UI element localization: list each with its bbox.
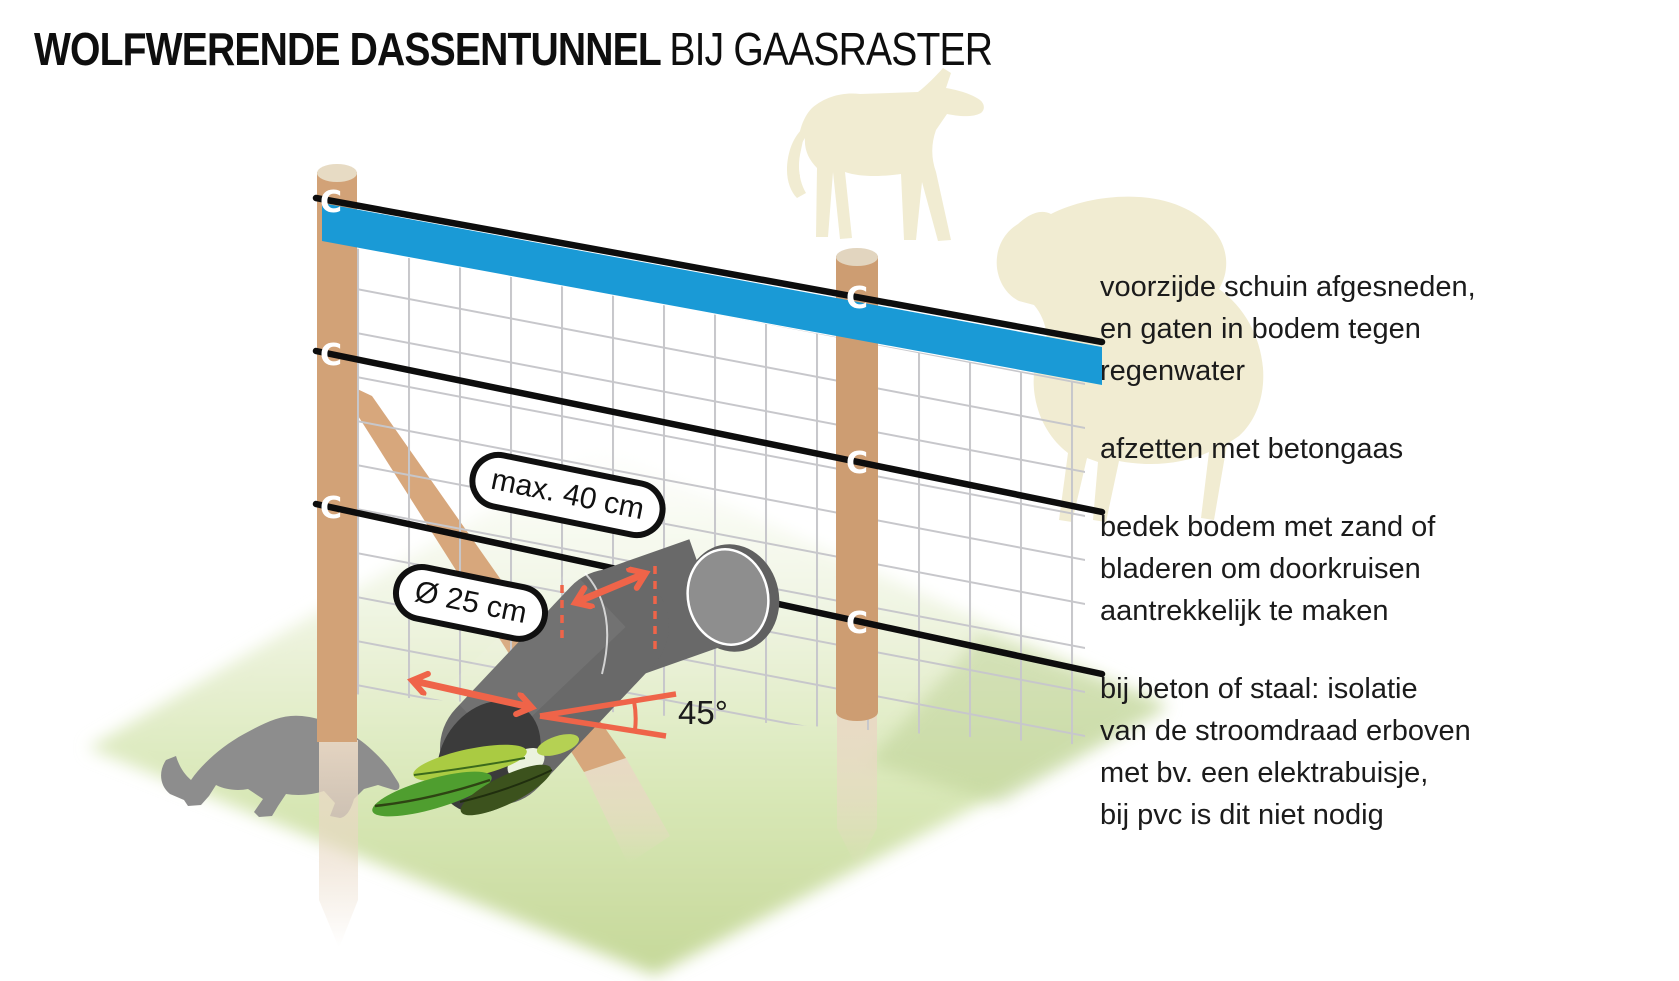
diameter-dimension-arrow: [414, 681, 530, 707]
tunnel-cut-face: [686, 548, 770, 646]
annotation-insulation: bij beton of staal: isolatie van de stro…: [1100, 673, 1471, 831]
insulator-icon: C: [320, 338, 342, 373]
annotation-column: voorzijde schuin afgesneden, en gaten in…: [1100, 266, 1530, 872]
insulator-icon: C: [320, 185, 342, 220]
insulator-icon: C: [320, 491, 342, 526]
leaves: [372, 734, 580, 817]
electric-tape: [322, 203, 1102, 385]
post-left-underground: [319, 740, 358, 948]
title-regular: BIJ GAASRASTER: [669, 23, 993, 75]
electric-wire-top: [312, 194, 1106, 346]
electric-wire-middle: [312, 347, 1106, 516]
annotation-concrete-mesh: afzetten met betongaas: [1100, 433, 1404, 465]
insulators: C C C C C C: [320, 185, 868, 641]
horse-silhouette: [796, 68, 984, 241]
title-bold: WOLFWERENDE DASSENTUNNEL: [34, 23, 662, 75]
angle-marker: [539, 691, 677, 739]
annotation-front-cut: voorzijde schuin afgesneden, en gaten in…: [1100, 271, 1476, 387]
insulator-icon: C: [846, 446, 868, 481]
insulator-icon: C: [846, 281, 868, 316]
brace-underground: [584, 758, 670, 864]
insulator-icon: C: [846, 606, 868, 641]
gap-dimension-arrow: [577, 574, 644, 602]
measurement-label-angle: 45°: [678, 694, 728, 731]
post-right-underground: [837, 710, 877, 868]
fence-post-left: [317, 164, 357, 742]
horse-tail: [787, 126, 806, 198]
diameter-value: Ø 25 cm: [411, 575, 530, 630]
dimension-annotations: [414, 566, 677, 739]
annotation-cover-bottom: bedek bodem met zand of bladeren om door…: [1100, 511, 1436, 627]
